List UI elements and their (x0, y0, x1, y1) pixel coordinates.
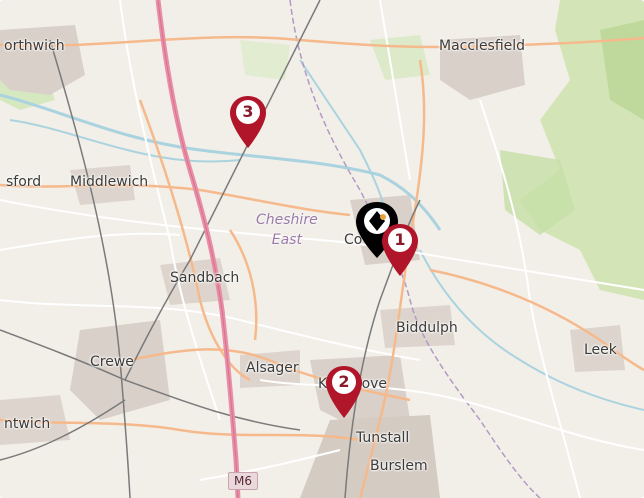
map-marker-3[interactable]: 3 (228, 94, 268, 150)
place-label-northwich: orthwich (4, 38, 65, 54)
place-label-congleton: Co (344, 232, 363, 248)
marker-number: 3 (242, 102, 254, 121)
map-marker-1[interactable]: 1 (380, 222, 420, 278)
place-label-macclesfield: Macclesfield (439, 38, 526, 54)
place-label-sandbach: Sandbach (170, 270, 240, 286)
marker-number: 1 (394, 230, 406, 249)
map-marker-2[interactable]: 2 (324, 364, 364, 420)
place-label-burslem: Burslem (370, 458, 428, 474)
place-label-crewe: Crewe (90, 354, 134, 370)
map-pin-icon (326, 366, 362, 418)
place-label-middlewich: Middlewich (70, 174, 149, 190)
place-label-leek: Leek (584, 342, 617, 358)
place-label-sford: sford (6, 174, 42, 190)
marker-number: 2 (338, 372, 350, 391)
place-label-biddulph: Biddulph (396, 320, 458, 336)
road-shield-m6: M6 (228, 472, 258, 490)
region-label-cheshire-east: Cheshire East (256, 210, 318, 250)
place-label-alsager: Alsager (246, 360, 299, 376)
region-label-line-2: East (271, 232, 302, 248)
map-pin-icon (382, 224, 418, 276)
place-label-nantwich: ntwich (4, 416, 51, 432)
place-label-tunstall: Tunstall (356, 430, 410, 446)
map-pin-icon (230, 96, 266, 148)
region-label-line-1: Cheshire (256, 212, 318, 228)
